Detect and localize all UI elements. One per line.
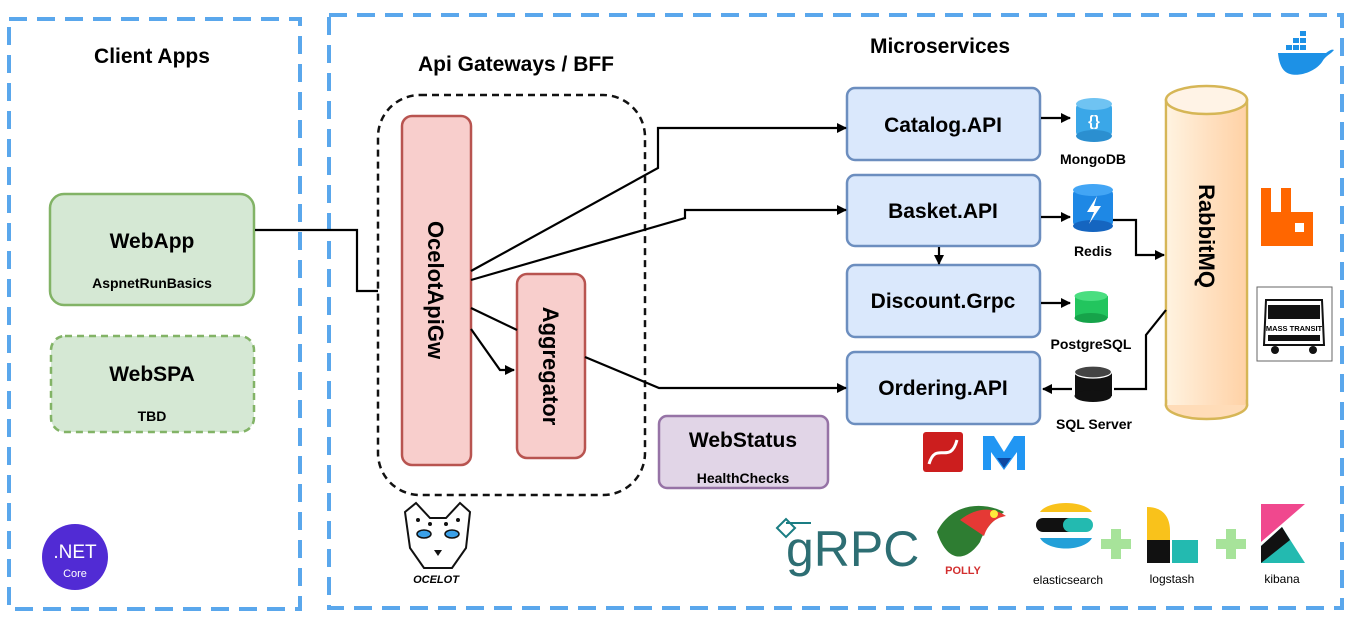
client-apps-frame (7, 17, 302, 611)
discount-grpc-label: Discount.Grpc (871, 290, 1016, 313)
catalog-api-label: Catalog.API (884, 114, 1002, 137)
mediatr-icon (983, 436, 1025, 470)
client-apps-title: Client Apps (94, 45, 210, 68)
kibana-label: kibana (1264, 572, 1300, 586)
polly-logo-text: POLLY (945, 565, 981, 577)
redgate-icon (923, 432, 963, 472)
ocelot-logo: OCELOT (403, 501, 472, 586)
logstash-label: logstash (1150, 572, 1195, 586)
backend-frame (327, 13, 1344, 610)
microservices-title: Microservices (870, 35, 1010, 58)
kibana-logo: kibana (1261, 504, 1305, 586)
dotnet-logo-subtext: Core (63, 568, 87, 580)
edge-rabbitmq-sqlserver (1114, 309, 1167, 391)
gateways-title: Api Gateways / BFF (418, 53, 614, 76)
webapp-node[interactable]: WebApp AspnetRunBasics (48, 192, 256, 307)
webspa-subtitle: TBD (138, 408, 167, 424)
postgresql-label: PostgreSQL (1051, 336, 1132, 352)
webapp-subtitle: AspnetRunBasics (92, 275, 212, 291)
ordering-api-node[interactable]: Ordering.API (845, 350, 1042, 426)
edge-redis-rabbitmq (1113, 218, 1165, 260)
edge-ocelot-catalog (470, 123, 847, 272)
webspa-node[interactable]: WebSPA TBD (49, 334, 256, 434)
webapp-title: WebApp (110, 230, 195, 253)
basket-api-node[interactable]: Basket.API (845, 173, 1042, 248)
postgresql-icon (1074, 291, 1108, 323)
ocelot-gateway-node[interactable]: OcelotApiGw (400, 114, 473, 467)
polly-logo: POLLY (937, 505, 1006, 577)
dotnet-core-logo: .NET Core (42, 524, 108, 590)
plus-icon-2 (1216, 529, 1246, 559)
webstatus-subtitle: HealthChecks (697, 470, 790, 486)
webstatus-title: WebStatus (689, 429, 797, 452)
rabbitmq-label: RabbitMQ (1194, 184, 1219, 288)
rabbitmq-logo (1261, 188, 1313, 246)
catalog-api-node[interactable]: Catalog.API (845, 86, 1042, 162)
plus-icon-1 (1101, 529, 1131, 559)
sql-server-icon (1073, 365, 1113, 402)
docker-logo (1278, 31, 1334, 75)
edge-aggregator-ordering (584, 355, 847, 393)
discount-grpc-node[interactable]: Discount.Grpc (845, 263, 1042, 339)
dotnet-logo-text: .NET (53, 542, 97, 563)
aggregator-node[interactable]: Aggregator (515, 272, 587, 460)
elasticsearch-label: elasticsearch (1033, 573, 1103, 587)
rabbitmq-node[interactable]: RabbitMQ (1164, 84, 1249, 421)
mongodb-label: MongoDB (1060, 151, 1126, 167)
sql-server-label: SQL Server (1056, 416, 1133, 432)
svg-text:{}: {} (1088, 113, 1100, 130)
logstash-logo: logstash (1147, 507, 1198, 586)
ocelot-gateway-label: OcelotApiGw (423, 221, 448, 360)
edge-ocelot-aggregator-curve (470, 328, 515, 375)
ocelot-logo-text: OCELOT (413, 574, 460, 586)
masstransit-logo: MASS TRANSIT (1256, 286, 1333, 362)
webstatus-node[interactable]: WebStatus HealthChecks (657, 414, 830, 490)
redis-icon (1073, 184, 1113, 232)
grpc-logo: gRPC (775, 517, 919, 577)
grpc-logo-text: gRPC (786, 521, 919, 577)
aggregator-label: Aggregator (538, 307, 563, 426)
edge-ocelot-aggregator (470, 307, 518, 331)
webspa-title: WebSPA (109, 363, 195, 386)
gateway-group (376, 93, 647, 497)
basket-api-label: Basket.API (888, 200, 998, 223)
masstransit-text: MASS TRANSIT (1266, 324, 1323, 333)
edge-ocelot-basket (470, 205, 847, 282)
elasticsearch-logo: elasticsearch (1033, 503, 1103, 587)
redis-label: Redis (1074, 243, 1112, 259)
edge-webapp-ocelot (255, 228, 378, 293)
connectors (255, 113, 1167, 394)
mongodb-icon: {} (1076, 98, 1112, 142)
ordering-api-label: Ordering.API (878, 377, 1008, 400)
